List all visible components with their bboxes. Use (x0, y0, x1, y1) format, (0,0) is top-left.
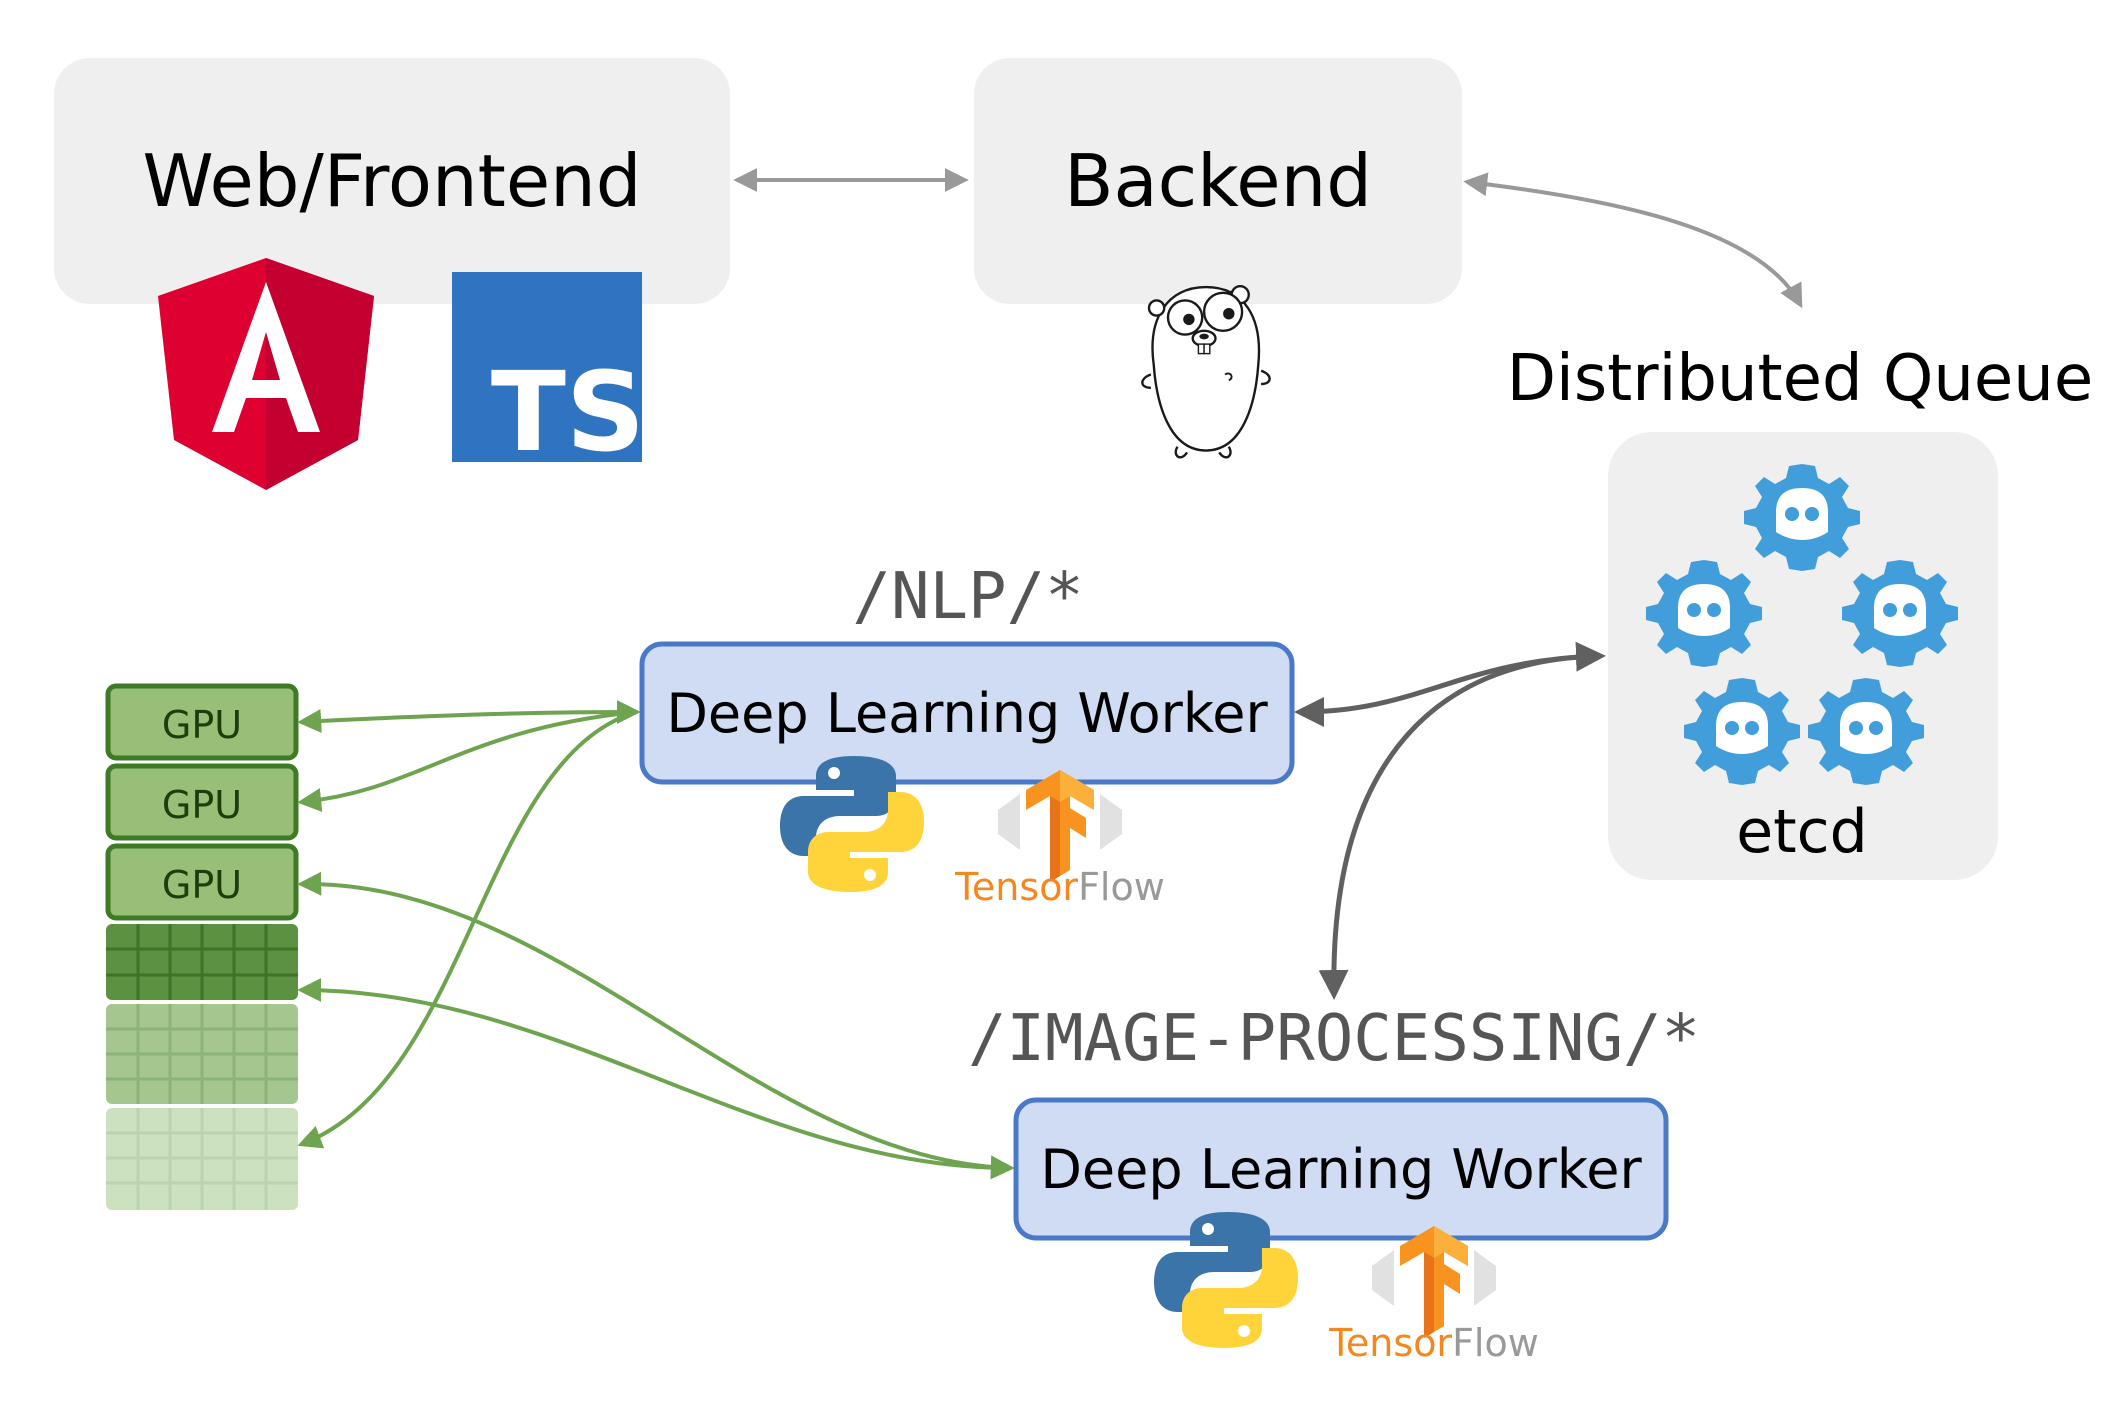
gpu-label: GPU (162, 863, 242, 907)
grid-image-arrow (297, 978, 1011, 1170)
nlp-route-label: /NLP/* (852, 560, 1083, 634)
image-worker-node: Deep Learning Worker (1013, 1097, 1669, 1241)
gpu-label: GPU (162, 783, 242, 827)
gpu-box: GPU (105, 683, 299, 761)
backend-label: Backend (1064, 139, 1372, 223)
nlp-worker-node: Deep Learning Worker (639, 641, 1295, 785)
etcd-logo-icon (1684, 678, 1800, 785)
image-worker-label: Deep Learning Worker (1040, 1138, 1642, 1201)
angular-logo-icon (158, 258, 374, 490)
etcd-label: etcd (1736, 797, 1868, 867)
gpu-stack: GPU GPU GPU (105, 683, 299, 1210)
frontend-label: Web/Frontend (143, 139, 642, 223)
etcd-logo-icon (1744, 464, 1860, 571)
gpu1-nlp-arrow (297, 700, 641, 734)
nlp-worker-label: Deep Learning Worker (666, 682, 1268, 745)
tensorflow-logo-text: TensorFlow (1328, 1321, 1539, 1365)
gpu-label: GPU (162, 703, 242, 747)
image-route-label: /IMAGE-PROCESSING/* (968, 1002, 1700, 1076)
backend-node: Backend (974, 58, 1462, 304)
etcd-logo-icon (1646, 560, 1762, 667)
gpu-box: GPU (105, 763, 299, 841)
gopher-mascot-icon (1141, 284, 1271, 459)
etcd-logo-icon (1808, 678, 1924, 785)
distributed-queue-title: Distributed Queue (1507, 342, 2093, 416)
typescript-logo-icon: TS (452, 272, 645, 476)
gpu3-image-arrow (297, 871, 1015, 1180)
gpu-grid-block (106, 1108, 298, 1210)
gpu-grid-block (106, 1004, 298, 1104)
typescript-logo-text: TS (491, 348, 645, 476)
grid-nlp-arrow (297, 710, 637, 1149)
gpu-grid-block (106, 924, 298, 1000)
queue-image-arrow (1318, 653, 1601, 1000)
tensorflow-logo-text: TensorFlow (954, 865, 1165, 909)
frontend-node: Web/Frontend (54, 58, 730, 304)
queue-nlp-arrow (1294, 641, 1606, 727)
gpu-box: GPU (105, 843, 299, 921)
etcd-logo-icon (1842, 560, 1958, 667)
gpu2-nlp-arrow (297, 710, 637, 812)
backend-queue-arrow (1463, 172, 1803, 309)
etcd-node: etcd (1608, 432, 1998, 880)
